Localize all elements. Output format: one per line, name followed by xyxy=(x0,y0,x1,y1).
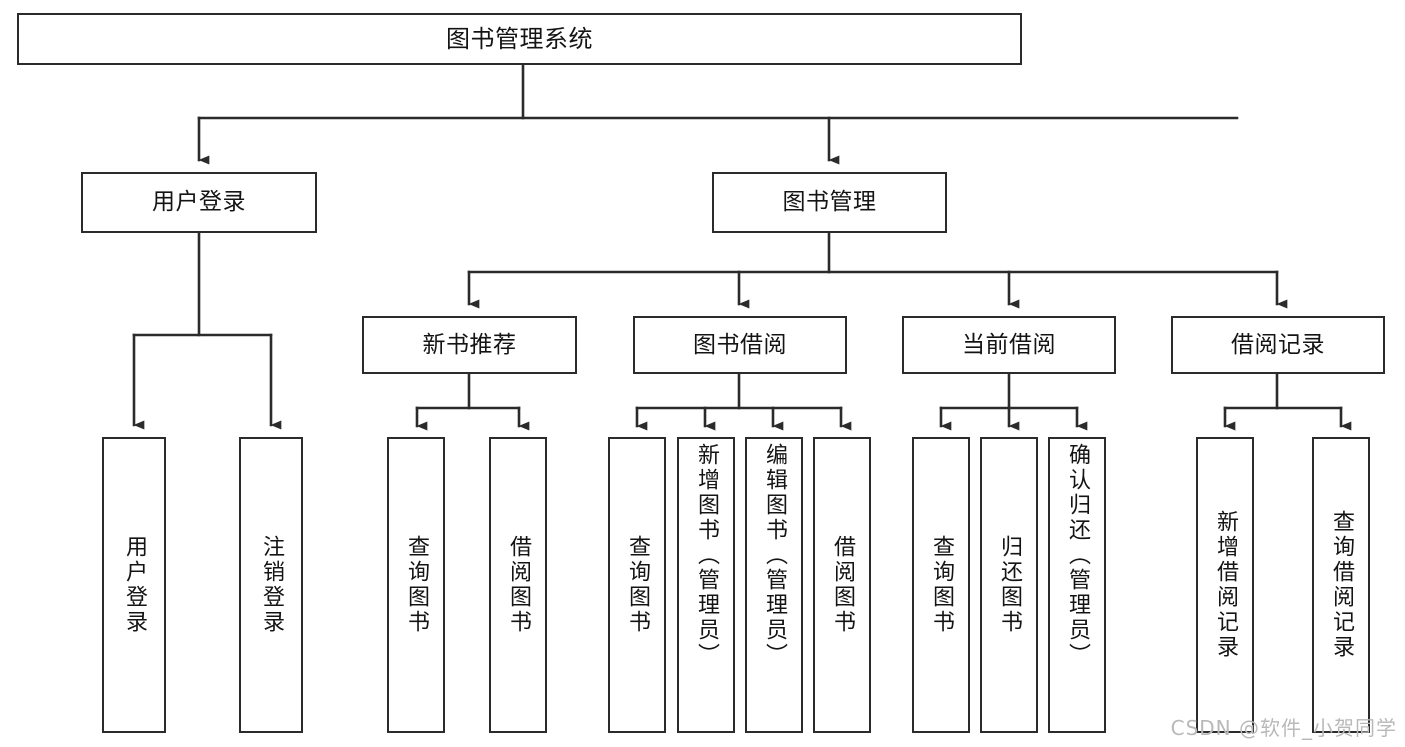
node-leaf-edit-book[interactable]: 编辑图书（管理员） xyxy=(745,437,803,733)
node-leaf-add-book[interactable]: 新增图书（管理员） xyxy=(677,437,735,733)
node-new-book-recommend[interactable]: 新书推荐 xyxy=(362,316,577,374)
node-leaf-borrow-book-2-label: 借阅图书 xyxy=(829,535,855,635)
node-leaf-user-login[interactable]: 用户登录 xyxy=(102,437,166,733)
watermark: CSDN @软件_小贺同学 xyxy=(1170,716,1397,740)
node-leaf-confirm-return-label: 确认归还（管理员） xyxy=(1064,443,1090,668)
node-book-borrow[interactable]: 图书借阅 xyxy=(633,316,847,374)
node-leaf-user-login-label: 用户登录 xyxy=(121,535,147,635)
node-leaf-return-book[interactable]: 归还图书 xyxy=(980,437,1038,733)
node-leaf-add-record[interactable]: 新增借阅记录 xyxy=(1196,437,1254,733)
node-leaf-query-book-3[interactable]: 查询图书 xyxy=(912,437,970,733)
node-leaf-add-book-label: 新增图书（管理员） xyxy=(693,443,719,668)
node-user-login[interactable]: 用户登录 xyxy=(81,172,317,233)
node-leaf-query-book-3-label: 查询图书 xyxy=(928,535,954,635)
node-leaf-query-book-2[interactable]: 查询图书 xyxy=(608,437,666,733)
node-book-borrow-label: 图书借阅 xyxy=(693,331,787,358)
node-leaf-query-record-label: 查询借阅记录 xyxy=(1328,510,1354,660)
node-leaf-borrow-book-1[interactable]: 借阅图书 xyxy=(489,437,547,733)
node-book-management[interactable]: 图书管理 xyxy=(712,172,947,233)
node-new-book-recommend-label: 新书推荐 xyxy=(422,331,517,358)
node-leaf-return-book-label: 归还图书 xyxy=(996,535,1022,635)
node-root[interactable]: 图书管理系统 xyxy=(17,13,1022,65)
node-user-login-label: 用户登录 xyxy=(152,189,246,216)
node-current-borrow[interactable]: 当前借阅 xyxy=(902,316,1116,374)
node-leaf-query-book-2-label: 查询图书 xyxy=(624,535,650,635)
node-leaf-query-record[interactable]: 查询借阅记录 xyxy=(1312,437,1370,733)
node-leaf-confirm-return[interactable]: 确认归还（管理员） xyxy=(1048,437,1106,733)
node-leaf-add-record-label: 新增借阅记录 xyxy=(1212,510,1238,660)
node-leaf-borrow-book-2[interactable]: 借阅图书 xyxy=(813,437,871,733)
node-current-borrow-label: 当前借阅 xyxy=(962,331,1056,358)
node-borrow-record[interactable]: 借阅记录 xyxy=(1171,316,1385,374)
node-leaf-edit-book-label: 编辑图书（管理员） xyxy=(761,443,787,668)
node-book-management-label: 图书管理 xyxy=(782,189,877,216)
node-leaf-query-book-1-label: 查询图书 xyxy=(403,535,429,635)
node-leaf-borrow-book-1-label: 借阅图书 xyxy=(505,535,531,635)
node-leaf-user-logout-label: 注销登录 xyxy=(258,535,284,635)
node-root-label: 图书管理系统 xyxy=(446,25,593,53)
node-borrow-record-label: 借阅记录 xyxy=(1231,331,1325,358)
node-leaf-user-logout[interactable]: 注销登录 xyxy=(239,437,303,733)
node-leaf-query-book-1[interactable]: 查询图书 xyxy=(387,437,445,733)
